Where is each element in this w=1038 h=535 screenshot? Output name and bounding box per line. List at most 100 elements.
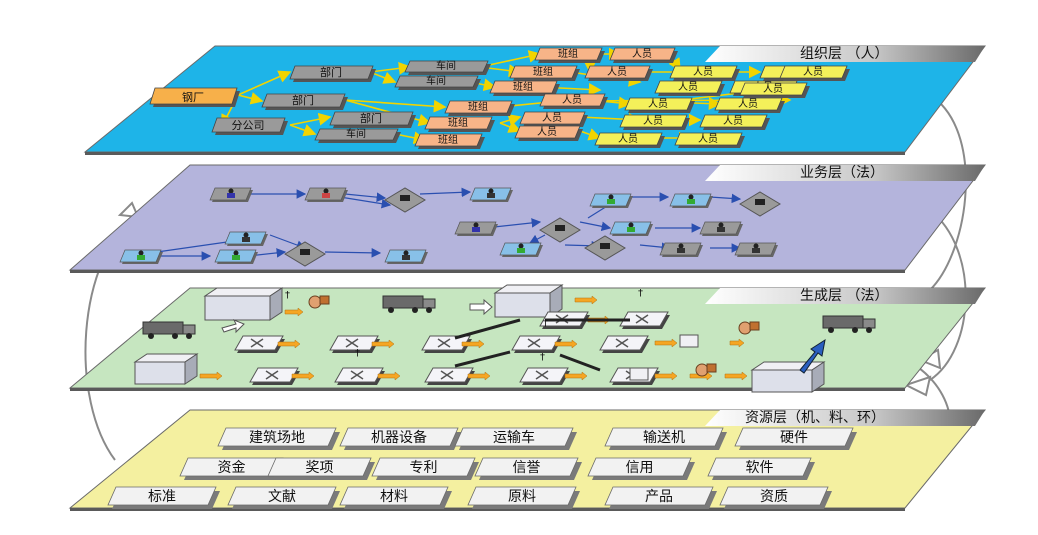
truck-icon (822, 315, 876, 333)
resource-label: 信誉 (513, 460, 541, 476)
resource-label: 运输车 (493, 429, 535, 446)
layer-prod-title: 生成层 （法） (800, 288, 888, 304)
package-icon (679, 334, 699, 348)
biz-link (344, 192, 387, 202)
org-dept-label: 部门 (292, 93, 314, 107)
org-staff-label: 人员 (648, 98, 668, 110)
workstation-tile (599, 335, 650, 353)
biz-role-tile (589, 193, 633, 208)
person-icon (228, 188, 234, 194)
person-icon (488, 188, 494, 194)
org-dept: 部门 (289, 65, 376, 82)
org-link (237, 70, 292, 96)
biz-link (324, 248, 382, 258)
resource-item: 奖项 (267, 457, 375, 480)
conveyor-line (454, 318, 521, 340)
person-icon (688, 194, 694, 200)
org-link (289, 124, 317, 137)
org-staff: 人员 (584, 65, 653, 81)
printer-icon (755, 199, 765, 205)
resource-item: 机器设备 (339, 427, 462, 450)
warehouse-icon (750, 361, 826, 393)
resource-item: 材料 (339, 486, 452, 509)
resource-label: 机器设备 (371, 429, 427, 446)
resource-label: 资金 (218, 460, 246, 476)
org-team-label: 班组 (448, 116, 468, 129)
org-link (289, 112, 332, 126)
workstation-tile (519, 367, 570, 385)
flow-arrow (554, 339, 578, 349)
flow-arrow (729, 338, 745, 348)
biz-role-tile (499, 242, 543, 257)
worker-icon: † (285, 290, 290, 301)
package-icon (629, 367, 649, 381)
org-team: 班组 (489, 80, 560, 96)
workstation-tile (234, 335, 285, 353)
org-staff-label: 人员 (763, 83, 783, 95)
worker-icon: † (355, 348, 360, 359)
biz-role-tile (384, 249, 428, 264)
biz-link (579, 221, 612, 232)
flow-arrow (564, 371, 588, 381)
org-staff: 人员 (674, 132, 745, 148)
flow-arrow (461, 339, 485, 349)
org-staff-label: 人员 (678, 81, 698, 93)
org-branch-label: 分公司 (232, 119, 265, 132)
person-icon (403, 250, 409, 256)
biz-role-tile (469, 187, 513, 202)
org-team: 班组 (444, 100, 515, 116)
biz-role-tile (224, 231, 268, 246)
biz-role-tile (209, 187, 253, 202)
person-icon (678, 243, 684, 249)
flow-arrow (277, 339, 301, 349)
org-staff-label: 人员 (607, 66, 627, 78)
org-staff-label: 人员 (632, 48, 652, 60)
truck-icon (142, 321, 196, 339)
org-link (499, 114, 522, 127)
biz-role-tile (699, 221, 743, 236)
org-workshop: 车间 (404, 59, 491, 75)
worker-icon: † (543, 318, 548, 329)
resource-label: 材料 (380, 489, 408, 505)
flow-arrow (574, 295, 598, 305)
org-staff: 人员 (609, 47, 678, 63)
org-staff-label: 人员 (618, 133, 638, 145)
flow-arrow (371, 339, 395, 349)
resource-item: 标准 (107, 486, 220, 509)
biz-role-tile (454, 221, 498, 236)
flow-arrow (654, 338, 678, 348)
org-workshop-label: 车间 (346, 127, 366, 140)
warehouse-icon (203, 287, 284, 321)
layer-res: 资源层（机、料、环） 建筑场地机器设备运输车输送机硬件资金奖项专利信誉信用软件标… (68, 409, 987, 511)
org-dept: 部门 (261, 93, 348, 110)
org-link (579, 128, 602, 141)
resource-label: 建筑场地 (249, 430, 305, 446)
org-staff: 人员 (779, 65, 850, 81)
workstation-tile (249, 367, 300, 385)
org-workshop: 车间 (394, 74, 481, 90)
resource-label: 标准 (148, 489, 176, 505)
org-team: 班组 (414, 133, 485, 149)
flow-arrow (467, 371, 491, 381)
org-team-label: 班组 (558, 47, 578, 60)
resource-item: 资质 (719, 486, 832, 509)
org-staff: 人员 (699, 114, 770, 130)
resource-label: 软件 (746, 460, 774, 476)
biz-role-tile (734, 242, 778, 257)
org-team-label: 班组 (513, 80, 533, 93)
person-icon (718, 222, 724, 228)
printer-icon (300, 249, 310, 255)
flow-arrow (284, 307, 304, 317)
layer-biz-tab (705, 165, 985, 181)
person-icon (233, 250, 239, 256)
org-staff-label: 人员 (723, 115, 743, 127)
person-icon (138, 250, 144, 256)
workstation-tile (329, 335, 380, 353)
layer-res-title: 资源层（机、料、环） (745, 410, 885, 426)
org-staff: 人员 (594, 132, 665, 148)
org-dept-label: 部门 (320, 65, 342, 79)
org-staff-label: 人员 (643, 115, 663, 127)
resource-label: 文献 (268, 489, 296, 505)
org-root-steel-mill: 钢厂 (149, 87, 240, 107)
org-team-label: 班组 (468, 100, 488, 113)
